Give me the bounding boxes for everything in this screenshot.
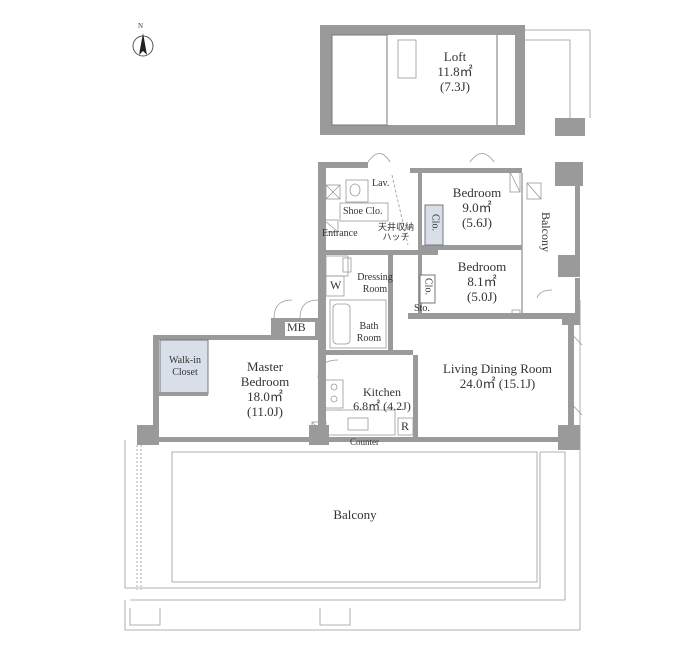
north-arrow-icon (132, 33, 154, 57)
bath-fixtures (273, 255, 387, 349)
bedroom1-name: Bedroom (452, 185, 502, 200)
kitchen-fixtures (311, 359, 414, 437)
master-bedroom-label: Master Bedroom 18.0㎡ (11.0J) (230, 359, 300, 420)
balcony-main-label: Balcony (333, 507, 377, 522)
loft-area: 11.8㎡ (437, 63, 473, 79)
closet2-label: Clo. (422, 278, 434, 295)
bedroom2-jo: (5.0J) (467, 288, 497, 304)
ceiling-storage-text: 天井収納 (378, 222, 415, 232)
dressing-text2: Room (362, 283, 388, 295)
bedroom2-name: Bedroom (457, 259, 507, 274)
loft-name: Loft (443, 49, 467, 64)
north-label: N (138, 22, 144, 30)
closet-bedroom1 (424, 204, 444, 246)
mb-label: MB (287, 320, 306, 334)
dressing-room-label: Dressing Room (355, 272, 395, 295)
loft-jo: (7.3J) (440, 78, 470, 94)
bedroom2-label: Bedroom 8.1㎡ (5.0J) (450, 259, 514, 305)
counter-label: Counter (350, 437, 379, 447)
ceiling-storage-label: 天井収納 ハッチ (378, 222, 415, 243)
storage-label: Sto. (414, 303, 430, 314)
balcony-side-label: Balcony (538, 212, 553, 252)
master-name1: Master (246, 359, 284, 374)
hatch-text: ハッチ (382, 231, 410, 242)
kitchen-area: 6.8㎡ (4.2J) (353, 398, 411, 413)
closet1-label: Clo. (429, 214, 441, 231)
bath-text1: Bath (359, 321, 379, 332)
bedroom1-area: 9.0㎡ (462, 199, 492, 215)
ldr-name: Living Dining Room (442, 361, 553, 376)
refrigerator-label: R (401, 419, 410, 433)
lav-label: Lav. (372, 178, 390, 189)
bath-room-label: Bath Room (352, 321, 386, 344)
dressing-text1: Dressing (357, 272, 393, 283)
kitchen-name: Kitchen (363, 385, 401, 399)
ldr-label: Living Dining Room 24.0㎡ (15.1J) (430, 361, 565, 392)
master-name2: Bedroom (240, 373, 290, 389)
kitchen-label: Kitchen 6.8㎡ (4.2J) (342, 385, 422, 414)
washer-label: W (330, 278, 342, 292)
bath-text2: Room (356, 332, 382, 344)
ldr-area: 24.0㎡ (15.1J) (459, 375, 536, 391)
bedroom2-area: 8.1㎡ (467, 273, 497, 289)
loft-label: Loft 11.8㎡ (7.3J) (425, 49, 485, 95)
walkin-closet-label: Walk-in Closet (162, 355, 208, 378)
shoe-closet-label: Shoe Clo. (343, 206, 383, 217)
entrance-fixtures (323, 153, 542, 246)
closet-bedroom2 (419, 274, 436, 304)
master-area: 18.0㎡ (247, 388, 283, 404)
entrance-label: Entrance (322, 228, 358, 239)
loft-walls (320, 25, 591, 136)
walkin-text2: Closet (172, 366, 198, 378)
bedroom1-jo: (5.6J) (462, 214, 492, 230)
main-balcony (124, 300, 581, 631)
master-jo: (11.0J) (247, 403, 283, 419)
main-walls (137, 162, 583, 450)
bedroom1-label: Bedroom 9.0㎡ (5.6J) (445, 185, 509, 231)
walkin-text1: Walk-in (169, 355, 201, 366)
